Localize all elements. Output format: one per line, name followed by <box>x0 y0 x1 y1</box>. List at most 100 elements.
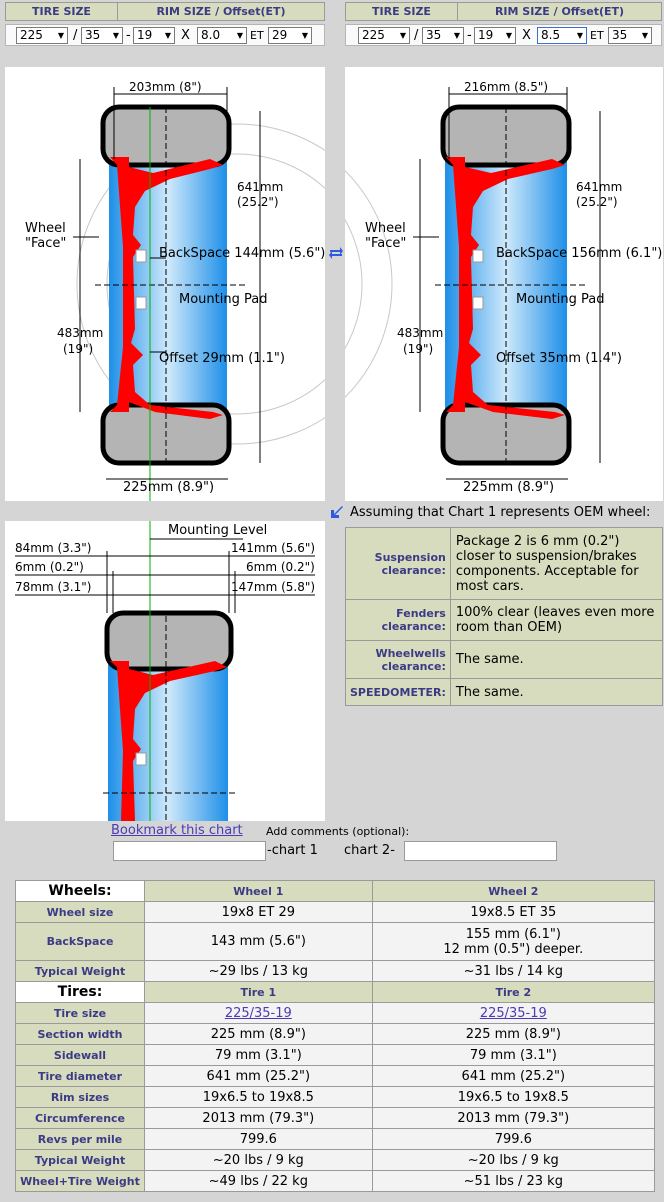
rim-diameter-select[interactable]: 19 <box>133 27 175 44</box>
row-key: Wheel size <box>15 901 145 923</box>
tire-width-select[interactable]: 225 <box>358 27 410 44</box>
diameter-mm-label: 641mm <box>237 180 283 194</box>
row-value-1: 2013 mm (79.3") <box>144 1107 373 1129</box>
slash: / <box>73 28 78 43</box>
row-value-1: 225 mm (8.9") <box>144 1023 373 1045</box>
assumption-key: Suspension clearance: <box>345 527 451 600</box>
row-key: Sidewall <box>15 1044 145 1066</box>
dash: - <box>126 28 131 43</box>
right-dim-1: 141mm (5.6") <box>231 541 315 555</box>
x-sep: X <box>522 28 531 43</box>
tire-size-link[interactable]: 225/35-19 <box>479 1005 547 1021</box>
row-value-1: 641 mm (25.2") <box>144 1065 373 1087</box>
row-value-2: 155 mm (6.1")12 mm (0.5") deeper. <box>371 922 656 961</box>
row-value-1: 19x6.5 to 19x8.5 <box>144 1086 373 1108</box>
table-row: Typical Weight~20 lbs / 9 kg~20 lbs / 9 … <box>15 1149 656 1171</box>
swap-arrows-icon[interactable] <box>328 245 344 261</box>
chart1-label: -chart 1 <box>267 843 318 858</box>
rim-width-select[interactable]: 8.5 <box>537 27 587 44</box>
assumption-key: Wheelwells clearance: <box>345 640 451 679</box>
rim-outline-circle <box>106 153 325 415</box>
assumption-value: The same. <box>449 640 664 679</box>
mounting-pad-label: Mounting Pad <box>179 292 267 307</box>
assumption-key: Fenders clearance: <box>345 599 451 641</box>
row-value-1: 19x8 ET 29 <box>144 901 373 923</box>
lug-hole-bottom <box>472 296 484 310</box>
tire-size-header: TIRE SIZE <box>6 3 118 20</box>
left-dim-2: 6mm (0.2") <box>15 560 84 574</box>
table-row: Tire size 225/35-19 225/35-19 <box>15 1002 656 1024</box>
row-key: Tire size <box>15 1002 145 1024</box>
row-value-1: ~29 lbs / 13 kg <box>144 960 373 982</box>
comment-chart1-input[interactable] <box>113 841 266 861</box>
wheel-chart-2: 216mm (8.5") 641mm (25.2") Wheel "Face" … <box>345 67 663 501</box>
row-value-2: 19x8.5 ET 35 <box>371 901 656 923</box>
overlay-chart: Mounting Level 84mm (3.3") 6mm (0.2") 78… <box>5 521 325 821</box>
rim-size-header: RIM SIZE / Offset(ET) <box>494 5 625 18</box>
wheel-face-label: Wheel <box>365 221 406 236</box>
rim-outline-circle <box>345 218 363 350</box>
tire-width-label: 225mm (8.9") <box>463 480 554 495</box>
tire2-header: Tire 2 <box>371 981 656 1003</box>
wheel1-header: Wheel 1 <box>144 880 373 902</box>
row-value-2: ~20 lbs / 9 kg <box>371 1149 656 1171</box>
assumption-key: SPEEDOMETER: <box>345 678 451 706</box>
lug-hole-top <box>472 249 484 263</box>
dash: - <box>467 28 472 43</box>
rim-diameter-mm-label: 483mm <box>57 326 103 340</box>
diameter-in-label: (25.2") <box>237 195 279 209</box>
assumption-value: The same. <box>449 678 664 706</box>
offset-select[interactable]: 35 <box>608 27 652 44</box>
rim-width-select[interactable]: 8.0 <box>197 27 247 44</box>
tire-width-select[interactable]: 225 <box>16 27 68 44</box>
comment-chart2-input[interactable] <box>404 841 557 861</box>
row-value-2: 2013 mm (79.3") <box>371 1107 656 1129</box>
tires-section-label: Tires: <box>15 981 145 1003</box>
assumption-row: Wheelwells clearance:The same. <box>345 640 664 679</box>
wheel-face-label-2: "Face" <box>365 236 406 251</box>
backspace-label: BackSpace 144mm (5.6") <box>159 246 325 261</box>
row-value-1: ~49 lbs / 22 kg <box>144 1170 373 1192</box>
arrow-down-left-icon <box>330 505 344 519</box>
wheel-spoke-profile <box>446 157 565 419</box>
bookmark-link[interactable]: Bookmark this chart <box>111 823 243 838</box>
offset-select[interactable]: 29 <box>268 27 312 44</box>
rim-diameter-select[interactable]: 19 <box>474 27 516 44</box>
offset-label: Offset 29mm (1.1") <box>159 351 285 366</box>
tire-width-label: 225mm (8.9") <box>123 480 214 495</box>
row-value-1: ~20 lbs / 9 kg <box>144 1149 373 1171</box>
lug-hole-bottom <box>135 296 147 310</box>
row-value-2: ~51 lbs / 23 kg <box>371 1170 656 1192</box>
right-dim-3: 147mm (5.8") <box>231 580 315 594</box>
diameter-mm-label: 641mm <box>576 180 622 194</box>
tire-selector-left: TIRE SIZE RIM SIZE / Offset(ET) 225 / 35… <box>0 0 330 50</box>
row-value-1: 79 mm (3.1") <box>144 1044 373 1066</box>
row-key: Revs per mile <box>15 1128 145 1150</box>
et-label: ET <box>590 29 604 42</box>
assumption-table: Suspension clearance:Package 2 is 6 mm (… <box>345 527 664 706</box>
row-value-2: 225 mm (8.9") <box>371 1023 656 1045</box>
row-key: Wheel+Tire Weight <box>15 1170 145 1192</box>
tire-top-overlay <box>104 610 234 672</box>
row-value-1: 799.6 <box>144 1128 373 1150</box>
tire-outline-circle <box>345 170 393 398</box>
selector-row: 225 / 35 - 19 X 8.5 ET 35 <box>345 24 662 46</box>
row-key: Rim sizes <box>15 1086 145 1108</box>
tire-size-link[interactable]: 225/35-19 <box>224 1005 292 1021</box>
aspect-ratio-select[interactable]: 35 <box>422 27 464 44</box>
rim-diameter-in-label: (19") <box>403 342 433 356</box>
lug-hole <box>135 752 147 766</box>
mounting-pad-label: Mounting Pad <box>516 292 604 307</box>
slash: / <box>414 28 419 43</box>
offset-label: Offset 35mm (1.4") <box>496 351 622 366</box>
tire-outline-circle <box>76 123 325 445</box>
aspect-ratio-select[interactable]: 35 <box>81 27 123 44</box>
wheel-spoke-overlay <box>110 661 227 821</box>
